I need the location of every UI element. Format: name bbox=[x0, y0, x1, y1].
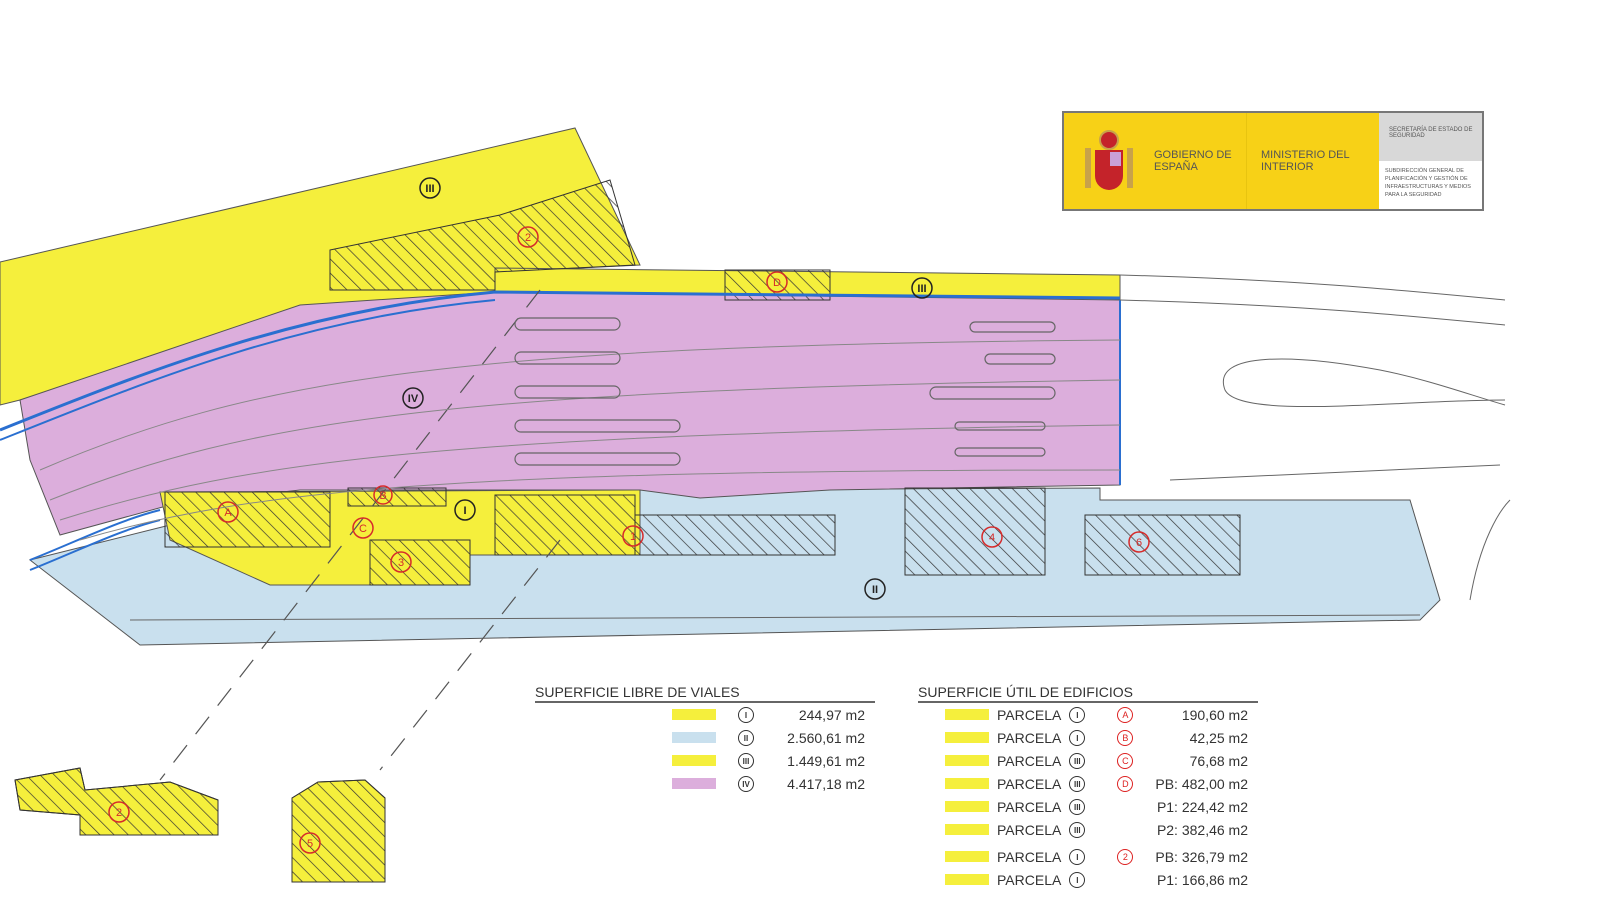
legend-edificios-title: SUPERFICIE ÚTIL DE EDIFICIOS bbox=[918, 684, 1258, 703]
color-swatch bbox=[672, 732, 716, 743]
zone-badge: III bbox=[1069, 775, 1086, 792]
zone-badge: I bbox=[1069, 848, 1086, 865]
color-swatch bbox=[672, 709, 716, 720]
legend-row: IV 4.417,18 m2 bbox=[672, 772, 875, 795]
color-swatch bbox=[945, 709, 989, 720]
parcel-label: PARCELA bbox=[997, 729, 1062, 746]
area-value: 2.560,61 m2 bbox=[787, 729, 865, 746]
svg-text:5: 5 bbox=[307, 838, 313, 850]
area-value: 1.449,61 m2 bbox=[787, 752, 865, 769]
legend-edificios: SUPERFICIE ÚTIL DE EDIFICIOS PARCELA I A 19… bbox=[918, 684, 1258, 891]
legend-row: PARCELA I P1: 166,86 m2 bbox=[918, 868, 1258, 891]
legend-row: PARCELA III P1: 224,42 m2 bbox=[918, 795, 1258, 818]
color-swatch bbox=[945, 824, 989, 835]
svg-text:4: 4 bbox=[989, 532, 995, 544]
color-swatch bbox=[672, 778, 716, 789]
legend-row: II 2.560,61 m2 bbox=[672, 726, 875, 749]
legend-row: PARCELA III P2: 382,46 m2 bbox=[918, 818, 1258, 841]
svg-text:III: III bbox=[425, 183, 434, 195]
zone-badge: III bbox=[1069, 821, 1086, 838]
color-swatch bbox=[945, 874, 989, 885]
legend-row: PARCELA I A 190,60 m2 bbox=[918, 703, 1258, 726]
parcel-marker: B bbox=[1117, 729, 1134, 746]
svg-text:2: 2 bbox=[525, 232, 531, 244]
svg-text:1: 1 bbox=[630, 531, 636, 543]
zone-labels: III III IV I II bbox=[402, 177, 933, 600]
area-value: 42,25 m2 bbox=[1189, 729, 1248, 746]
legend-row: PARCELA III D PB: 482,00 m2 bbox=[918, 772, 1258, 795]
svg-text:3: 3 bbox=[398, 557, 404, 569]
secretaria-text: SECRETARÍA DE ESTADO DE SEGURIDAD bbox=[1379, 113, 1482, 161]
zone-label-iii: III bbox=[419, 177, 441, 199]
color-swatch bbox=[945, 851, 989, 862]
zone-badge: III bbox=[1069, 798, 1086, 815]
parcel-label: PARCELA bbox=[997, 798, 1062, 815]
zone-label-ii: II bbox=[864, 578, 886, 600]
zone-label-i: I bbox=[454, 499, 476, 521]
parcel-label: PARCELA bbox=[997, 752, 1062, 769]
area-value: PB: 326,79 m2 bbox=[1155, 848, 1248, 865]
area-value: 4.417,18 m2 bbox=[787, 775, 865, 792]
zone-badge: II bbox=[738, 729, 754, 746]
parcel-label: PARCELA bbox=[997, 821, 1062, 838]
color-swatch bbox=[945, 778, 989, 789]
svg-text:2: 2 bbox=[116, 807, 122, 819]
government-logo: GOBIERNO DE ESPAÑA MINISTERIO DEL INTERI… bbox=[1062, 111, 1484, 211]
parcel-marker: C bbox=[1117, 752, 1134, 769]
parcel-marker: D bbox=[1117, 775, 1134, 792]
legend-row: PARCELA I B 42,25 m2 bbox=[918, 726, 1258, 749]
svg-text:I: I bbox=[463, 505, 466, 517]
color-swatch bbox=[945, 732, 989, 743]
zone-badge: IV bbox=[738, 775, 754, 792]
zone-badge: I bbox=[738, 706, 754, 723]
legend-row: I 244,97 m2 bbox=[672, 703, 875, 726]
color-swatch bbox=[945, 801, 989, 812]
legend-row: III 1.449,61 m2 bbox=[672, 749, 875, 772]
parcel-marker: A bbox=[1117, 706, 1134, 723]
zone-badge: I bbox=[1069, 729, 1086, 746]
parcel-label: PARCELA bbox=[997, 775, 1062, 792]
zone-badge: III bbox=[738, 752, 754, 769]
zone-badge: I bbox=[1069, 871, 1086, 888]
legend-viales: SUPERFICIE LIBRE DE VIALES I 244,97 m2 II 2… bbox=[535, 684, 875, 795]
area-value: 190,60 m2 bbox=[1181, 706, 1248, 723]
color-swatch bbox=[945, 755, 989, 766]
gobierno-text: GOBIERNO DE ESPAÑA bbox=[1154, 113, 1247, 209]
zone-label-iv: IV bbox=[402, 387, 424, 409]
ministerio-text: MINISTERIO DEL INTERIOR bbox=[1261, 149, 1350, 173]
svg-text:B: B bbox=[379, 490, 386, 502]
parcel-label: PARCELA bbox=[997, 848, 1062, 865]
zone-badge: III bbox=[1069, 752, 1086, 769]
coat-of-arms-icon bbox=[1064, 113, 1154, 209]
parcel-markers: 2 D A B C 3 1 4 6 2 5 bbox=[108, 226, 1150, 854]
road-lines bbox=[0, 274, 1511, 781]
parcel-marker: 2 bbox=[1117, 848, 1134, 865]
zone-label-iii-strip: III bbox=[911, 277, 933, 299]
area-value: P2: 382,46 m2 bbox=[1156, 821, 1248, 838]
area-value: P1: 224,42 m2 bbox=[1156, 798, 1248, 815]
area-value: 244,97 m2 bbox=[798, 706, 865, 723]
parcel-label: PARCELA bbox=[997, 871, 1062, 888]
buildings bbox=[14, 179, 1241, 883]
zone-badge: I bbox=[1069, 706, 1086, 723]
subdireccion-text: SUBDIRECCIÓN GENERAL DE PLANIFICACIÓN Y … bbox=[1379, 161, 1482, 209]
legend-row: PARCELA III C 76,68 m2 bbox=[918, 749, 1258, 772]
svg-text:II: II bbox=[872, 584, 878, 596]
legend-viales-title: SUPERFICIE LIBRE DE VIALES bbox=[535, 684, 875, 703]
color-swatch bbox=[672, 755, 716, 766]
area-value: 76,68 m2 bbox=[1189, 752, 1248, 769]
legend-row: PARCELA I 2 PB: 326,79 m2 bbox=[918, 845, 1258, 868]
svg-text:6: 6 bbox=[1136, 537, 1142, 549]
svg-text:III: III bbox=[917, 283, 926, 295]
area-value: P1: 166,86 m2 bbox=[1156, 871, 1248, 888]
svg-text:A: A bbox=[224, 507, 232, 519]
parcel-label: PARCELA bbox=[997, 706, 1062, 723]
svg-text:D: D bbox=[773, 277, 781, 289]
svg-text:IV: IV bbox=[408, 393, 419, 405]
area-value: PB: 482,00 m2 bbox=[1155, 775, 1248, 792]
svg-text:C: C bbox=[359, 523, 367, 535]
